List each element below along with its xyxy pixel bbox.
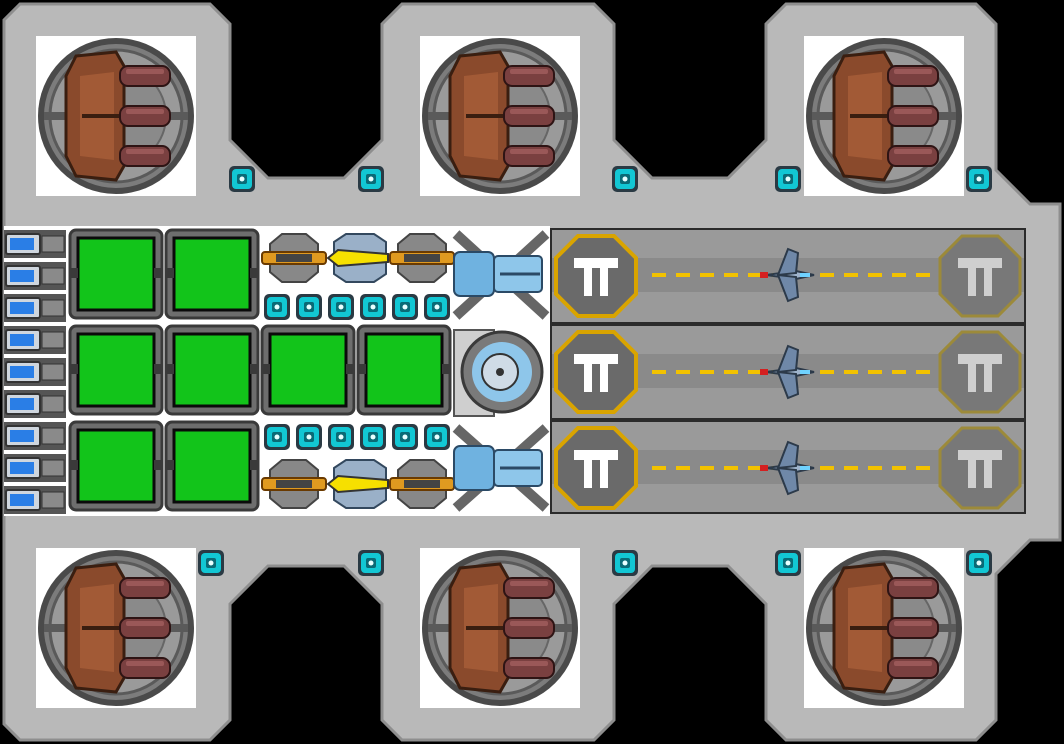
thruster-icon — [3, 453, 67, 483]
conduit-node-icon — [775, 166, 801, 192]
triple-cannon-turret-icon[interactable] — [420, 36, 580, 196]
landing-pad-icon — [554, 330, 638, 414]
conduit-node-icon — [966, 550, 992, 576]
reactor-top[interactable] — [452, 230, 550, 320]
power-cell-icon — [356, 324, 452, 416]
power-cell-icon — [164, 228, 260, 320]
conduit-node-icon — [612, 166, 638, 192]
laser-pod-icon — [327, 459, 389, 509]
weapon-pods-bottom[interactable] — [261, 459, 455, 509]
conduit-node-icon — [229, 166, 255, 192]
landing-pad-icon — [938, 330, 1022, 414]
thruster-icon — [3, 293, 67, 323]
weapon-pods-top[interactable] — [261, 233, 455, 283]
conduit-node-icon — [424, 294, 450, 320]
conduit-node-icon — [775, 550, 801, 576]
landing-pad-icon — [554, 234, 638, 318]
conduit-node-icon — [358, 550, 384, 576]
conduit-node-icon — [360, 424, 386, 450]
conduit-node-icon — [966, 166, 992, 192]
landing-pad-icon — [554, 426, 638, 510]
conduit-node-icon — [360, 294, 386, 320]
conduit-node-icon — [264, 294, 290, 320]
power-cell-icon — [164, 420, 260, 512]
power-cell-icon — [68, 420, 164, 512]
thruster-icon — [3, 261, 67, 291]
triple-cannon-turret-icon[interactable] — [804, 548, 964, 708]
triple-cannon-turret-icon[interactable] — [804, 36, 964, 196]
laser-pod-icon — [327, 233, 389, 283]
thruster-icon — [3, 389, 67, 419]
power-cell-icon — [68, 324, 164, 416]
triple-cannon-turret-icon[interactable] — [36, 548, 196, 708]
thruster-icon — [3, 357, 67, 387]
power-cell-icon — [68, 228, 164, 320]
triple-cannon-turret-icon[interactable] — [420, 548, 580, 708]
conduit-node-icon — [392, 424, 418, 450]
power-cell-icon — [260, 324, 356, 416]
triple-cannon-turret-icon[interactable] — [36, 36, 196, 196]
conduit-node-icon — [392, 294, 418, 320]
conduit-node-icon — [328, 424, 354, 450]
conduit-node-icon — [296, 424, 322, 450]
conduit-node-icon — [296, 294, 322, 320]
landing-pad-icon — [938, 234, 1022, 318]
thruster-icon — [3, 229, 67, 259]
conduit-node-icon — [358, 166, 384, 192]
engine-bank — [3, 229, 67, 515]
reactor-bottom[interactable] — [452, 424, 550, 512]
conduit-node-icon — [424, 424, 450, 450]
conduit-node-icon — [612, 550, 638, 576]
thruster-icon — [3, 485, 67, 515]
conduit-node-icon — [264, 424, 290, 450]
thruster-icon — [3, 325, 67, 355]
conduit-node-icon — [328, 294, 354, 320]
thruster-icon — [3, 421, 67, 451]
power-cell-icon — [164, 324, 260, 416]
landing-pad-icon — [938, 426, 1022, 510]
shield-core[interactable] — [453, 329, 544, 417]
conduit-node-icon — [198, 550, 224, 576]
